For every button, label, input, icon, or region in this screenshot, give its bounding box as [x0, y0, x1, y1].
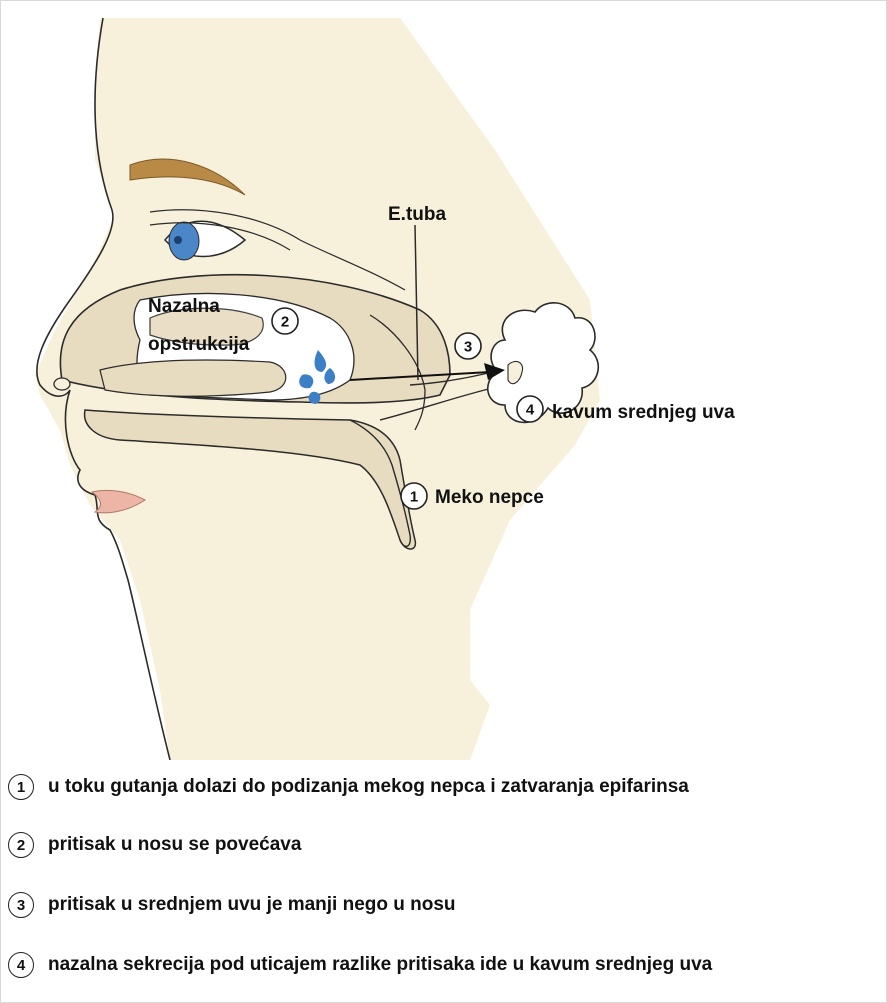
marker-4: 4	[517, 396, 543, 422]
legend-text: pritisak u srednjem uvu je manji nego u …	[48, 894, 456, 916]
svg-text:2: 2	[281, 314, 289, 331]
legend-item-3: 3 pritisak u srednjem uvu je manji nego …	[8, 888, 456, 922]
label-nasal-obstruction-line1: Nazalna	[148, 296, 220, 317]
legend-item-1: 1 u toku gutanja dolazi do podizanja mek…	[8, 770, 689, 804]
svg-text:3: 3	[464, 339, 472, 356]
legend-number: 4	[8, 952, 34, 978]
legend-item-2: 2 pritisak u nosu se povećava	[8, 828, 301, 862]
eye-iris	[169, 222, 199, 260]
legend-text: u toku gutanja dolazi do podizanja mekog…	[48, 776, 689, 798]
anatomy-diagram: Nazalna opstrukcija E.tuba kavum srednje…	[0, 0, 887, 760]
legend-number: 1	[8, 774, 34, 800]
label-soft-palate: Meko nepce	[435, 487, 544, 508]
legend-number: 3	[8, 892, 34, 918]
label-eustachian-tube: E.tuba	[388, 204, 446, 225]
legend-text: pritisak u nosu se povećava	[48, 834, 301, 856]
inferior-turbinate	[100, 360, 286, 396]
marker-1: 1	[401, 483, 427, 509]
legend-text: nazalna sekrecija pod uticajem razlike p…	[48, 954, 712, 976]
legend-item-4: 4 nazalna sekrecija pod uticajem razlike…	[8, 948, 712, 982]
label-nasal-obstruction-line2: opstrukcija	[148, 334, 250, 355]
svg-text:1: 1	[410, 489, 418, 506]
legend-number: 2	[8, 832, 34, 858]
svg-text:4: 4	[526, 402, 535, 419]
eye-pupil	[174, 236, 182, 244]
marker-2: 2	[272, 308, 298, 334]
marker-3: 3	[455, 333, 481, 359]
nostril	[54, 378, 70, 390]
label-middle-ear-cavity: kavum srednjeg uva	[552, 402, 735, 423]
